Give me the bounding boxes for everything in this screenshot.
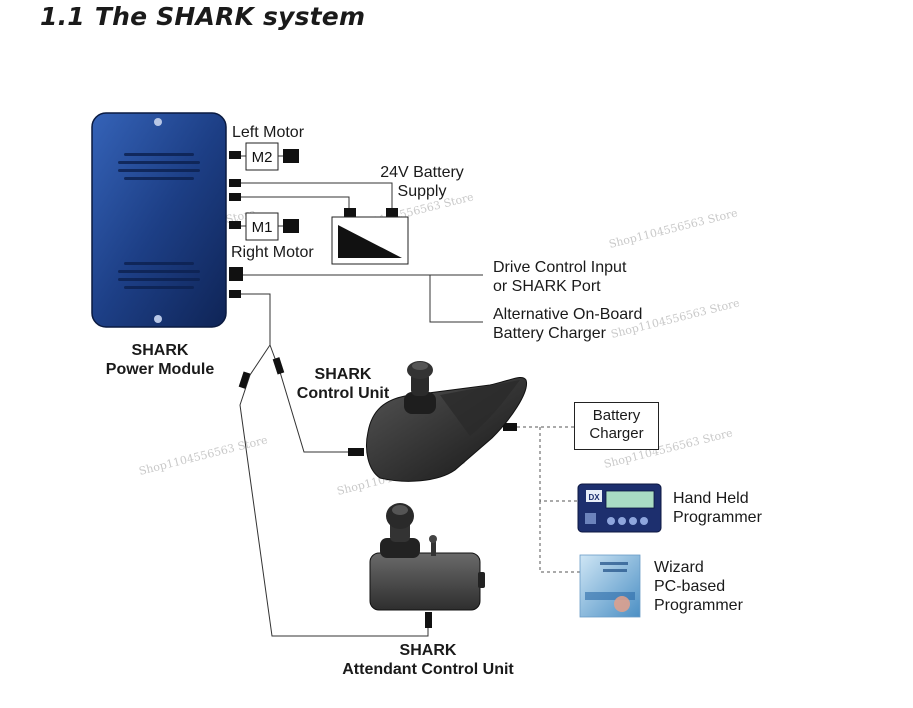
battery-charger-box: Battery Charger (574, 402, 659, 450)
battery-image (331, 208, 409, 265)
drive-control-label: Drive Control Input or SHARK Port (493, 258, 626, 296)
power-module-line2: Power Module (105, 361, 215, 378)
hand-held-programmer-image: DX (577, 483, 662, 533)
right-motor-label: Right Motor (231, 244, 314, 261)
wiring (239, 155, 483, 637)
attendant-line1: SHARK (399, 642, 457, 659)
hand-held-line1: Hand Held (673, 490, 749, 507)
power-module-image (91, 112, 227, 328)
dx-badge: DX (588, 493, 600, 502)
connector (238, 371, 251, 389)
left-motor-label: Left Motor (232, 124, 305, 141)
watermark: Shop1104556563 Store (608, 206, 739, 251)
attendant-control-unit-image (369, 503, 485, 611)
wizard-line3: Programmer (654, 597, 743, 614)
programmer-links (517, 426, 580, 573)
connector (229, 221, 241, 229)
motor-m1-label: M1 (252, 219, 273, 236)
motor-boxes: M2 M1 (245, 142, 279, 241)
alt-charger-label: Alternative On-Board Battery Charger (493, 305, 642, 343)
attendant-label: SHARK Attendant Control Unit (318, 641, 538, 679)
connector (503, 423, 517, 431)
connector (229, 290, 241, 298)
motor-m2-label: M2 (252, 149, 273, 166)
connector (229, 267, 243, 281)
battery-charger-line2: Charger (589, 425, 644, 442)
section-number: 1.1 (40, 2, 85, 31)
control-unit-label: SHARK Control Unit (288, 365, 398, 403)
control-unit-line2: Control Unit (296, 385, 390, 402)
section-title: The SHARK system (94, 2, 366, 31)
connector (272, 357, 285, 375)
battery-supply-line2: Supply (397, 183, 447, 200)
power-module-line1: SHARK (131, 342, 189, 359)
connector (283, 219, 299, 233)
connector (229, 193, 241, 201)
battery-supply-line1: 24V Battery (380, 164, 464, 181)
motor-m2-box (245, 142, 279, 171)
wizard-programmer-image (579, 554, 641, 618)
hand-held-label: Hand Held Programmer (673, 489, 762, 527)
connector (425, 612, 432, 628)
hand-held-line2: Programmer (673, 509, 762, 526)
wizard-line2: PC-based (654, 578, 726, 595)
control-unit-image (366, 361, 527, 482)
connector (229, 151, 241, 159)
drive-control-line2: or SHARK Port (493, 278, 601, 295)
connectors (229, 149, 517, 628)
attendant-line2: Attendant Control Unit (342, 661, 514, 678)
connector (348, 448, 364, 456)
control-unit-line1: SHARK (314, 366, 372, 383)
wizard-line1: Wizard (654, 559, 704, 576)
connector (229, 179, 241, 187)
battery-supply-label: 24V Battery Supply (372, 163, 472, 201)
power-module-label: SHARK Power Module (98, 341, 222, 379)
drive-control-line1: Drive Control Input (493, 259, 627, 276)
alt-charger-line1: Alternative On-Board (493, 306, 643, 323)
connector (283, 149, 299, 163)
motor-m1-box (245, 212, 279, 241)
battery-charger-line1: Battery (592, 407, 641, 424)
section-heading: 1.1 The SHARK system (40, 2, 365, 31)
wizard-label: Wizard PC-based Programmer (654, 558, 743, 615)
alt-charger-line2: Battery Charger (493, 325, 606, 342)
